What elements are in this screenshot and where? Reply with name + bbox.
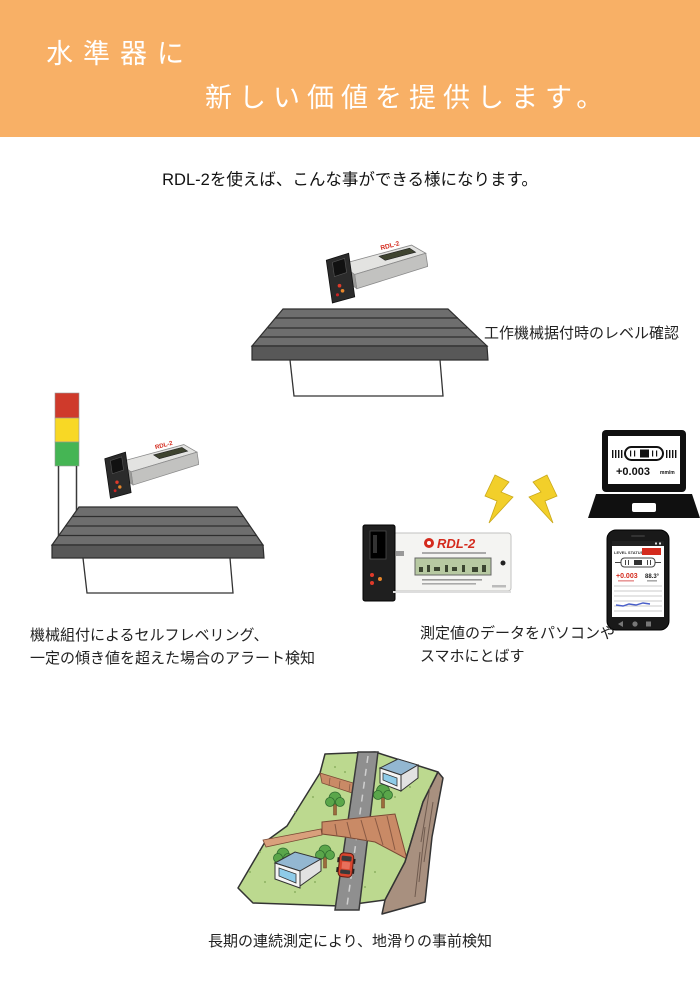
caption-self-leveling: 機械組付によるセルフレベリング、 一定の傾き値を超えた場合のアラート検知	[30, 624, 315, 670]
landslide-illustration	[237, 751, 444, 915]
caption-landslide: 長期の連続測定により、地滑りの事前検知	[207, 933, 493, 950]
header-banner: 水準器に 新しい価値を提供します。	[0, 0, 700, 137]
caption-data-transfer: 測定値のデータをパソコンや スマホにとばす	[420, 622, 615, 668]
phone-trend-chart	[614, 585, 662, 612]
car	[336, 852, 356, 878]
lightning-bolts-icon	[484, 474, 558, 524]
device-lcd	[414, 557, 492, 576]
table-edge	[51, 544, 265, 559]
laptop-reading-unit: mm/m	[660, 470, 675, 476]
caption-data-transfer-line2: スマホにとばす	[420, 648, 525, 665]
table-edge	[251, 345, 489, 361]
house	[378, 758, 420, 793]
caption-machine-level: 工作機械据付時のレベル確認	[484, 325, 680, 342]
laptop-level-indicator	[612, 446, 677, 461]
caption-self-leveling-line2: 一定の傾き値を超えた場合のアラート検知	[30, 650, 316, 667]
phone-level-indicator	[615, 557, 661, 568]
phone-status-bar	[612, 541, 664, 546]
signal-light-red	[54, 392, 80, 419]
phone-record-badge	[642, 548, 661, 555]
main-scarp	[321, 813, 408, 860]
rdl2-device-large-illustration: RDL-2	[362, 524, 512, 602]
self-leveling-illustration	[50, 392, 265, 594]
phone-reading: +0.003	[616, 573, 638, 580]
device-led-red	[370, 573, 374, 577]
header-title-line2: 新しい価値を提供します。	[205, 83, 611, 113]
signal-light-green	[54, 441, 80, 467]
tree	[325, 791, 345, 816]
right-cliff	[381, 771, 444, 915]
laptop-reading: +0.003	[616, 466, 650, 478]
tree	[315, 844, 335, 869]
phone-app-title: LEVEL STATUS	[614, 550, 644, 555]
tree	[373, 784, 393, 809]
intro-text: RDL-2を使えば、こんな事ができる様になります。	[162, 171, 538, 189]
house	[273, 851, 323, 889]
laptop-touchpad	[632, 503, 656, 512]
signal-light-yellow	[54, 417, 80, 443]
left-crack	[262, 828, 323, 848]
table-base	[82, 557, 234, 594]
phone-secondary-reading: 88.3°	[645, 574, 660, 580]
header-title-line1: 水準器に	[46, 39, 194, 69]
device-led-orange	[378, 577, 382, 581]
caption-data-transfer-line1: 測定値のデータをパソコンや	[420, 625, 616, 642]
machine-table-illustration	[250, 239, 489, 397]
device-brand-label: RDL-2	[437, 536, 476, 551]
laptop-illustration: +0.003 mm/m	[588, 430, 700, 518]
smartphone-illustration: LEVEL STATUS +0.003 88.3°	[606, 529, 670, 631]
phone-nav-buttons	[618, 621, 651, 627]
caption-self-leveling-line1: 機械組付によるセルフレベリング、	[30, 627, 269, 644]
table-base	[289, 359, 444, 397]
